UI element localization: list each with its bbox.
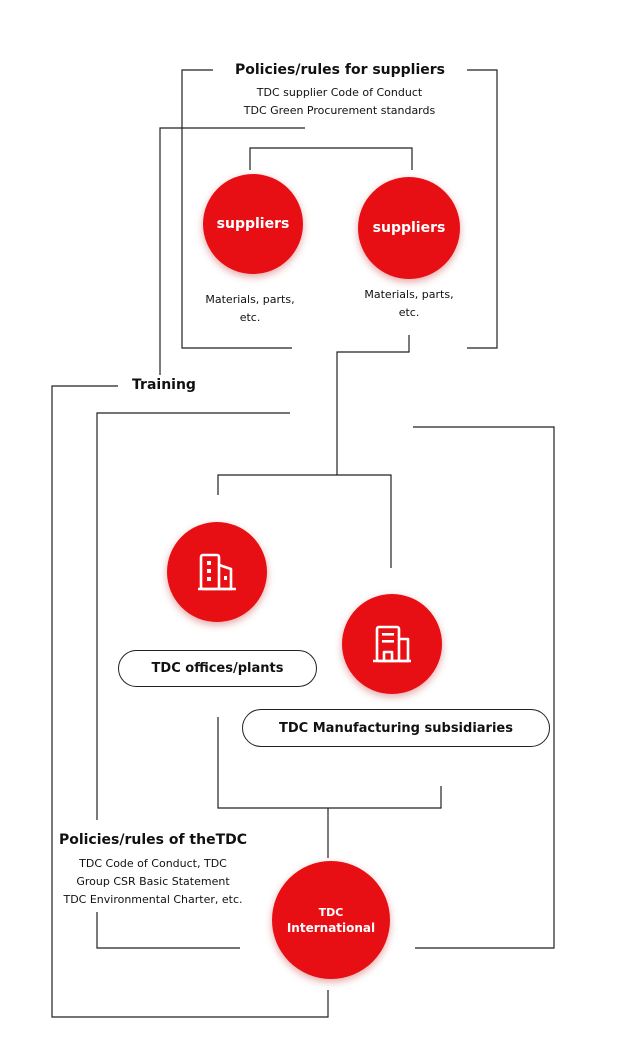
- tdc-international-line1: TDC: [318, 905, 344, 919]
- supplier-circle-left: suppliers: [203, 174, 303, 274]
- supplier-policy-line1: TDC supplier Code of Conduct: [256, 86, 423, 99]
- tdc-branch: [217, 474, 392, 568]
- supplier-circle-left-label: suppliers: [216, 216, 290, 232]
- supplier-box-top-right: [467, 69, 498, 349]
- supplier-policy-line2: TDC Green Procurement standards: [243, 104, 436, 117]
- tdc-international-line2: International: [286, 920, 376, 935]
- tdc-international-circle: TDC International: [272, 861, 390, 979]
- supplier-policy-title: Policies/rules for suppliers: [234, 62, 446, 78]
- supplier-right-caption2: etc.: [398, 306, 420, 319]
- supplier-box-top-left: [181, 69, 292, 349]
- supplier-right-caption1: Materials, parts,: [364, 288, 454, 301]
- tdc-policy-line2: Group CSR Basic Statement: [76, 875, 230, 888]
- supplier-to-tdc: [336, 335, 410, 475]
- supplier-left-caption1: Materials, parts,: [205, 293, 295, 306]
- tdc-policy-loop-bottom: [96, 912, 240, 949]
- office-building-icon: [198, 553, 236, 591]
- join-bracket: [217, 717, 442, 809]
- supplier-circle-right: suppliers: [358, 177, 460, 279]
- tdc-policy-line1: TDC Code of Conduct, TDC: [79, 857, 227, 870]
- building-icon: [373, 625, 411, 663]
- training-connector: [159, 127, 305, 375]
- right-loop: [413, 426, 555, 949]
- offices-label: TDC offices/plants: [118, 650, 317, 687]
- subsidiaries-label: TDC Manufacturing subsidiaries: [242, 709, 550, 747]
- supplier-left-caption2: etc.: [239, 311, 261, 324]
- training-outer-loop: [51, 385, 329, 1018]
- tdc-policy-loop-top: [96, 412, 290, 820]
- tdc-policy-title: Policies/rules of theTDC: [58, 832, 248, 848]
- offices-circle: [167, 522, 267, 622]
- supplier-circle-right-label: suppliers: [372, 220, 446, 236]
- subsidiaries-circle: [342, 594, 442, 694]
- tdc-policy-line3: TDC Environmental Charter, etc.: [63, 893, 243, 906]
- training-label: Training: [132, 377, 196, 393]
- supplier-branch: [249, 147, 413, 170]
